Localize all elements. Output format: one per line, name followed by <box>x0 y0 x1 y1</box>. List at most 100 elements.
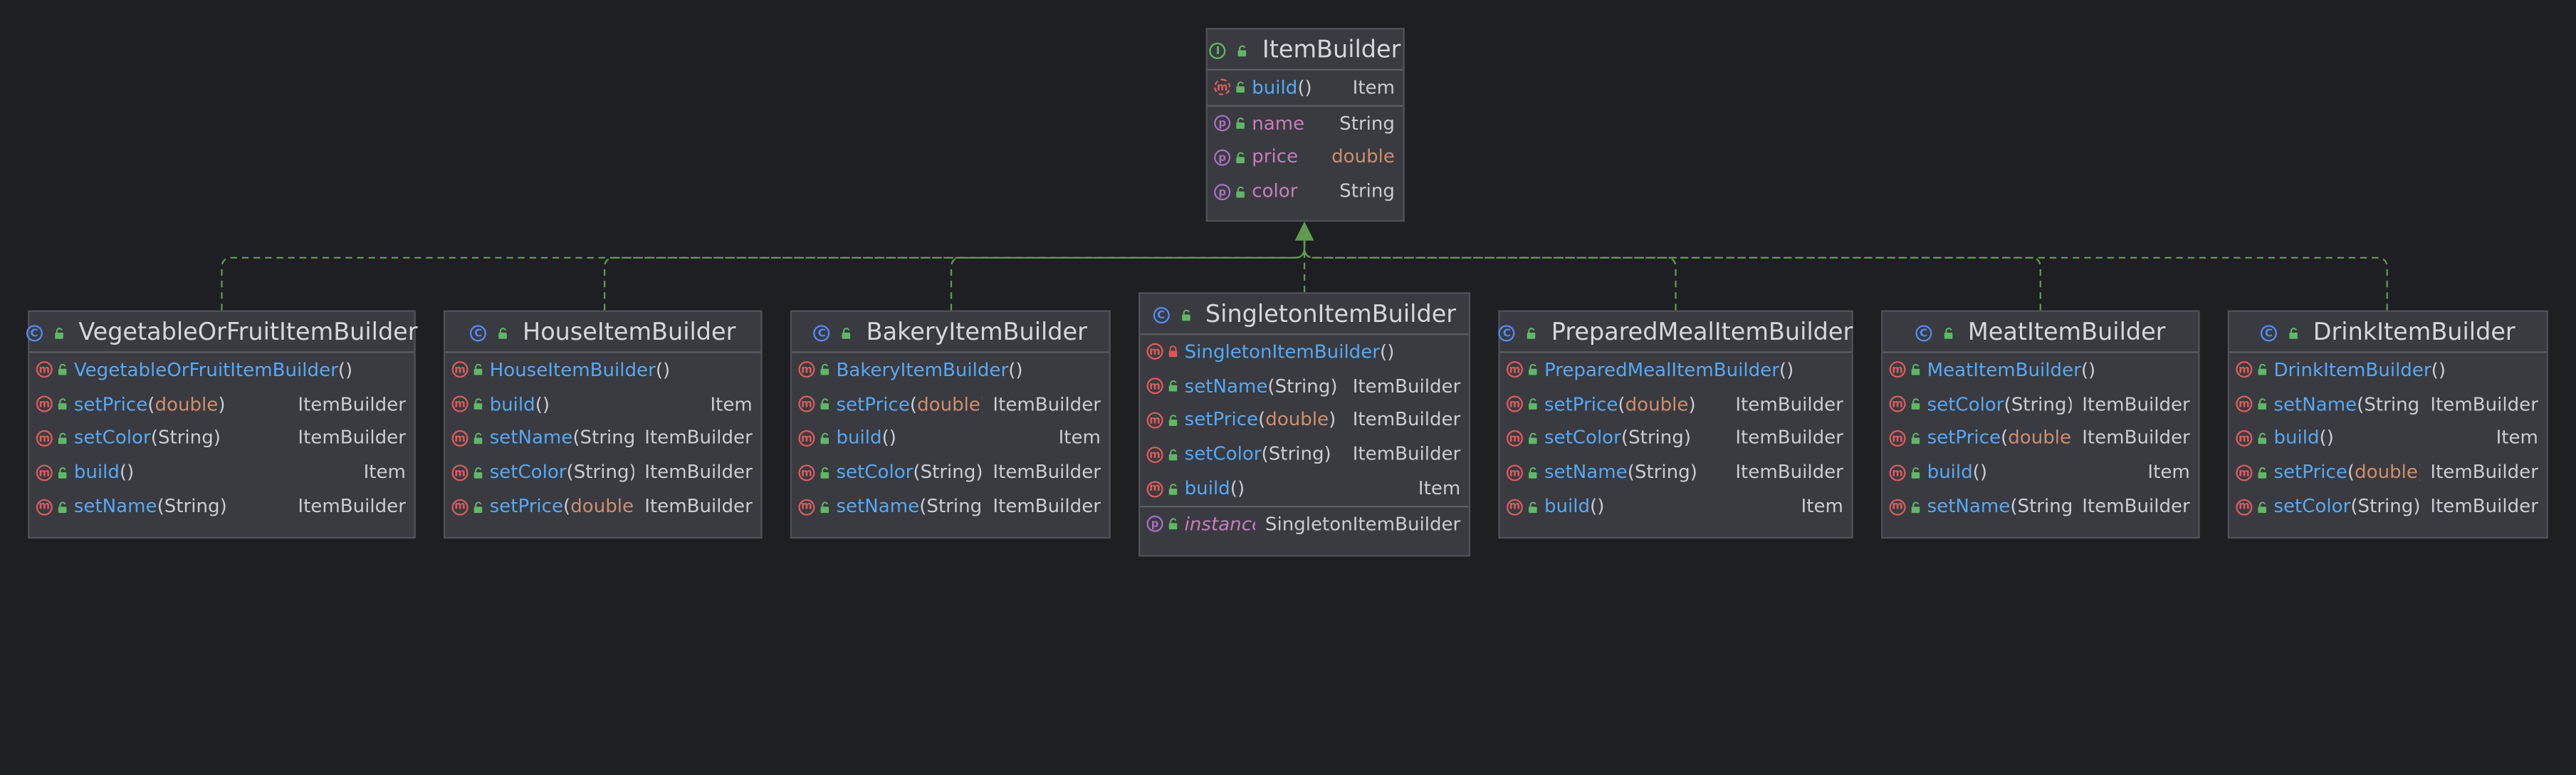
paren-open: ( <box>2350 496 2358 518</box>
method-icon: m <box>2236 395 2253 413</box>
method-name: setName <box>836 496 920 518</box>
method-name: setColor <box>836 462 913 484</box>
method-signature: setPrice(double) <box>1927 427 2073 449</box>
class-header[interactable]: C VegetableOrFruitItemBuilder <box>26 312 418 353</box>
members-section: mMeatItemBuilder()msetColor(String)ItemB… <box>1883 353 2198 524</box>
class-name: PreparedMealItemBuilder <box>1551 320 1853 347</box>
public-visibility-icon <box>1944 328 1952 339</box>
method-signature: setPrice(double) <box>2273 462 2420 483</box>
public-visibility-icon <box>473 398 483 410</box>
paren-close: ) <box>1690 462 1697 484</box>
paren-close: ) <box>629 462 635 483</box>
property-type: SingletonItemBuilder <box>1265 514 1461 536</box>
method-name: HouseItemBuilder <box>489 359 656 381</box>
class-icon: C <box>26 325 43 342</box>
paren-open: ( <box>337 359 346 381</box>
public-visibility-icon <box>2258 364 2267 376</box>
paren-close: ) <box>345 359 353 381</box>
class-name: DrinkItemBuilder <box>2313 320 2515 347</box>
method-icon: m <box>451 498 468 515</box>
method-icon: m <box>1146 412 1163 429</box>
public-visibility-icon <box>1168 380 1178 392</box>
return-type: ItemBuilder <box>1352 375 1461 397</box>
class-name: VegetableOrFruitItemBuilder <box>78 320 418 347</box>
paren-close: ) <box>1324 444 1331 465</box>
method-icon: m <box>798 395 815 413</box>
property-type: double <box>1331 147 1395 169</box>
method-icon: m <box>1506 430 1523 447</box>
property-signature: instance <box>1185 514 1255 535</box>
method-name: BakeryItemBuilder <box>836 359 1009 381</box>
public-visibility-icon <box>820 432 829 444</box>
method-name: setPrice <box>489 496 564 518</box>
paren-open: ( <box>1267 375 1275 397</box>
method-signature: PreparedMealItemBuilder() <box>1544 360 1843 381</box>
public-visibility-icon <box>473 501 483 513</box>
method-icon: m <box>2236 464 2253 481</box>
paren-open: ( <box>2431 359 2439 381</box>
method-signature: setColor(String) <box>1927 394 2073 415</box>
method-signature: build() <box>490 394 701 415</box>
return-type: Item <box>710 393 753 415</box>
method-name: build <box>489 393 535 415</box>
method-icon: m <box>451 464 468 481</box>
return-type: ItemBuilder <box>2430 496 2538 518</box>
